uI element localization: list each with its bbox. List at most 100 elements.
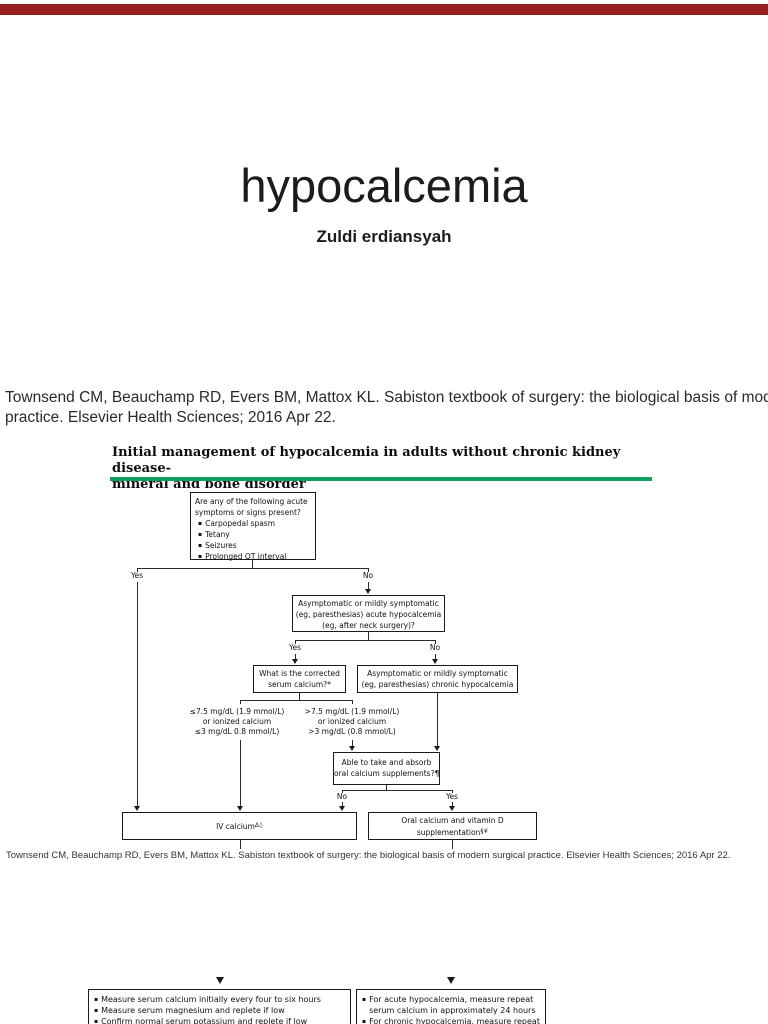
viewer-top-bar <box>0 4 768 15</box>
symptom-list-item: ▪ Tetany <box>198 529 311 540</box>
page-title: hypocalcemia <box>240 159 528 212</box>
branch-label-no: No <box>362 571 374 580</box>
outcome-box-oral-calcium: Oral calcium and vitamin D supplementati… <box>368 812 537 840</box>
decision-box-corrected-calcium: What is the corrected serum calcium?* <box>253 665 346 693</box>
bullet-icon: ▪ <box>198 531 203 538</box>
arrowhead-icon <box>216 977 224 984</box>
bullet-icon: ▪ <box>362 1018 367 1024</box>
decision-box-able-oral-calcium: Able to take and absorb oral calcium sup… <box>333 752 440 785</box>
threshold-text: >7.5 mg/dL (1.9 mmol/L) <box>304 707 400 716</box>
connector-line <box>137 568 138 572</box>
connector-line <box>435 654 436 659</box>
connector-line <box>137 582 138 806</box>
bullet-icon: ▪ <box>198 520 203 527</box>
box-text: supplementation§¥ <box>369 826 536 838</box>
citation-heading: Townsend CM, Beauchamp RD, Evers BM, Mat… <box>5 388 768 428</box>
threshold-text: or ionized calcium <box>317 717 387 726</box>
symptom-label: Seizures <box>205 541 237 550</box>
page-author: Zuldi erdiansyah <box>316 227 452 246</box>
bullet-icon: ▪ <box>198 553 203 560</box>
monitor-label: Measure serum calcium initially every fo… <box>101 995 321 1004</box>
box-text: Able to take and absorb <box>341 758 432 767</box>
connector-line <box>240 700 241 704</box>
connector-line <box>295 640 296 644</box>
footnote-symbols: §¥ <box>480 828 489 835</box>
connector-line <box>352 740 353 746</box>
symptom-list-item: ▪ Carpopedal spasm <box>198 518 311 529</box>
connector-line <box>295 640 436 641</box>
connector-line <box>368 568 369 572</box>
threshold-text: or ionized calcium <box>202 717 272 726</box>
footnote-symbols: Δ◊ <box>254 822 263 829</box>
citation-line-1: Townsend CM, Beauchamp RD, Evers BM, Mat… <box>5 389 768 406</box>
decision-box-acute-symptoms: Are any of the following acute symptoms … <box>190 492 316 561</box>
connector-line <box>386 785 387 790</box>
connector-line <box>452 790 453 793</box>
monitor-label: Confirm normal serum potassium and reple… <box>101 1017 308 1024</box>
connector-line <box>240 740 241 806</box>
symptom-label: Tetany <box>205 530 230 539</box>
threshold-text: >3 mg/dL (0.8 mmol/L) <box>308 727 396 736</box>
connector-line <box>295 654 296 659</box>
arrowhead-icon <box>449 806 455 811</box>
arrowhead-icon <box>134 806 140 811</box>
box-text: Asymptomatic or mildly symptomatic <box>298 599 439 608</box>
threshold-low-label: ≤7.5 mg/dL (1.9 mmol/L) or ionized calci… <box>172 707 302 737</box>
branch-label-yes: Yes <box>445 792 459 801</box>
connector-line <box>368 632 369 640</box>
repeat-list-item: ▪ For chronic hypocalcemia, measure repe… <box>362 1016 540 1024</box>
symptom-label: Carpopedal spasm <box>205 519 276 528</box>
box-text: (eg, after neck surgery)? <box>322 621 415 630</box>
connector-line <box>452 802 453 806</box>
decision-box-chronic-hypocalcemia: Asymptomatic or mildly symptomatic (eg, … <box>357 665 518 693</box>
repeat-label: For chronic hypocalcemia, measure repeat <box>369 1017 540 1024</box>
outcome-box-iv-calcium: IV calciumΔ◊ <box>122 812 357 840</box>
action-box-repeat-measurement: ▪ For acute hypocalcemia, measure repeat… <box>356 989 546 1024</box>
threshold-text: ≤3 mg/dL 0.8 mmol/L) <box>194 727 280 736</box>
branch-label-no: No <box>429 643 441 652</box>
box-text: (eg, paresthesias) acute hypocalcemia <box>295 610 442 619</box>
repeat-label-line: For acute hypocalcemia, measure repeat <box>369 995 534 1004</box>
arrowhead-icon <box>432 659 438 664</box>
connector-line <box>368 582 369 589</box>
box-text: Oral calcium and vitamin D <box>401 816 504 825</box>
connector-line <box>240 840 241 849</box>
box-text: oral calcium supplements?¶ <box>334 769 440 778</box>
bullet-icon: ▪ <box>362 996 367 1003</box>
branch-label-yes: Yes <box>288 643 302 652</box>
connector-line <box>240 700 353 701</box>
arrowhead-icon <box>349 746 355 751</box>
bullet-icon: ▪ <box>94 1007 99 1014</box>
box-text: (eg, paresthesias) chronic hypocalcemia <box>361 680 514 689</box>
connector-line <box>342 802 343 806</box>
figure-accent-rule <box>110 477 652 481</box>
monitor-list-item: ▪ Measure serum magnesium and replete if… <box>94 1005 345 1016</box>
repeat-label: For acute hypocalcemia, measure repeat s… <box>369 994 540 1016</box>
monitor-list-item: ▪ Measure serum calcium initially every … <box>94 994 345 1005</box>
connector-line <box>342 790 453 791</box>
box-text: Asymptomatic or mildly symptomatic <box>367 669 508 678</box>
arrowhead-icon <box>339 806 345 811</box>
symptom-list-item: ▪ Seizures <box>198 540 311 551</box>
connector-line <box>452 840 453 849</box>
connector-line <box>342 790 343 793</box>
bullet-icon: ▪ <box>94 1018 99 1024</box>
arrowhead-icon <box>434 746 440 751</box>
box-text: supplementation <box>416 828 481 837</box>
figure-title: Initial management of hypocalcemia in ad… <box>112 445 672 493</box>
action-box-monitoring: ▪ Measure serum calcium initially every … <box>88 989 351 1024</box>
threshold-text: ≤7.5 mg/dL (1.9 mmol/L) <box>189 707 285 716</box>
arrowhead-icon <box>292 659 298 664</box>
monitor-label: Measure serum magnesium and replete if l… <box>101 1006 285 1015</box>
question-text: Are any of the following acute <box>195 497 308 506</box>
connector-line <box>252 560 253 568</box>
arrowhead-icon <box>447 977 455 984</box>
box-text: serum calcium?* <box>268 680 331 689</box>
connector-line <box>437 693 438 746</box>
connector-line <box>352 700 353 704</box>
box-text: IV calcium <box>216 822 255 831</box>
connector-line <box>435 640 436 644</box>
branch-label-yes: Yes <box>130 571 144 580</box>
box-text: What is the corrected <box>259 669 340 678</box>
symptom-label: Prolonged QT interval <box>205 552 287 561</box>
